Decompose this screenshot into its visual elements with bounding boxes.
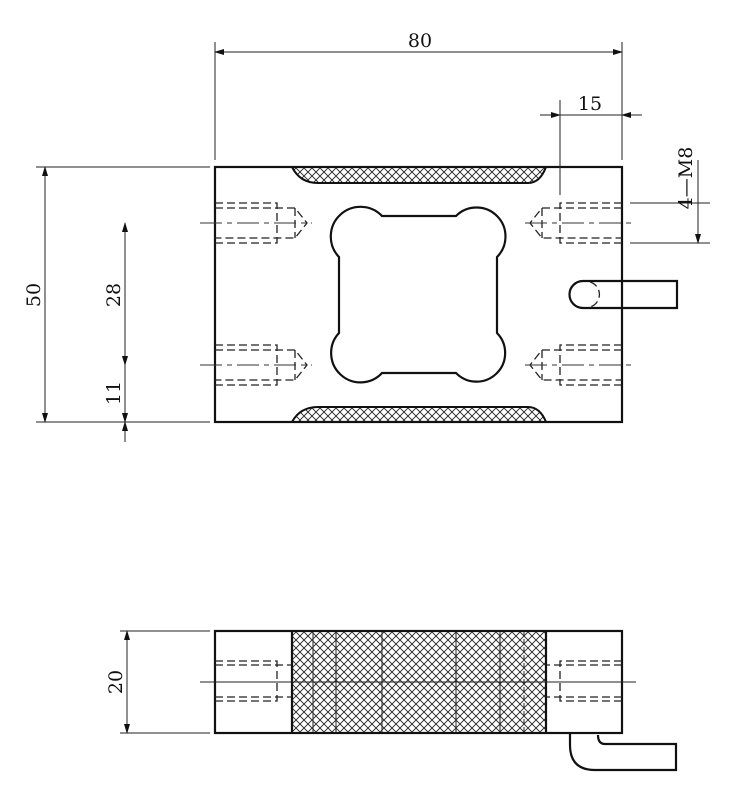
- dimension-label: 28: [103, 283, 125, 307]
- body-outline: [213, 165, 624, 424]
- dimension-hole-offset: 15: [540, 93, 642, 195]
- center-cutout: [329, 205, 507, 384]
- dimension-overall-length: 80: [214, 30, 623, 160]
- bottom-hatched-band: [290, 406, 548, 423]
- side-cable: [568, 733, 678, 772]
- side-view: [200, 629, 678, 772]
- cable: [568, 279, 679, 310]
- dimension-label: 15: [578, 93, 602, 115]
- top-view: [200, 165, 679, 424]
- dimension-label: 80: [408, 30, 432, 52]
- top-hatched-band: [290, 166, 548, 184]
- dimension-label: 50: [23, 283, 45, 307]
- dimension-label: 20: [105, 670, 127, 694]
- dimension-thread: 4—M8: [630, 147, 710, 244]
- dimension-label: 11: [103, 381, 125, 405]
- threaded-holes: [200, 202, 636, 386]
- dimension-height: 20: [105, 630, 210, 734]
- dimension-label: 4—M8: [675, 147, 697, 210]
- dimension-hole-spacing: 28: [103, 222, 128, 366]
- dimension-hole-edge: 11: [103, 365, 128, 442]
